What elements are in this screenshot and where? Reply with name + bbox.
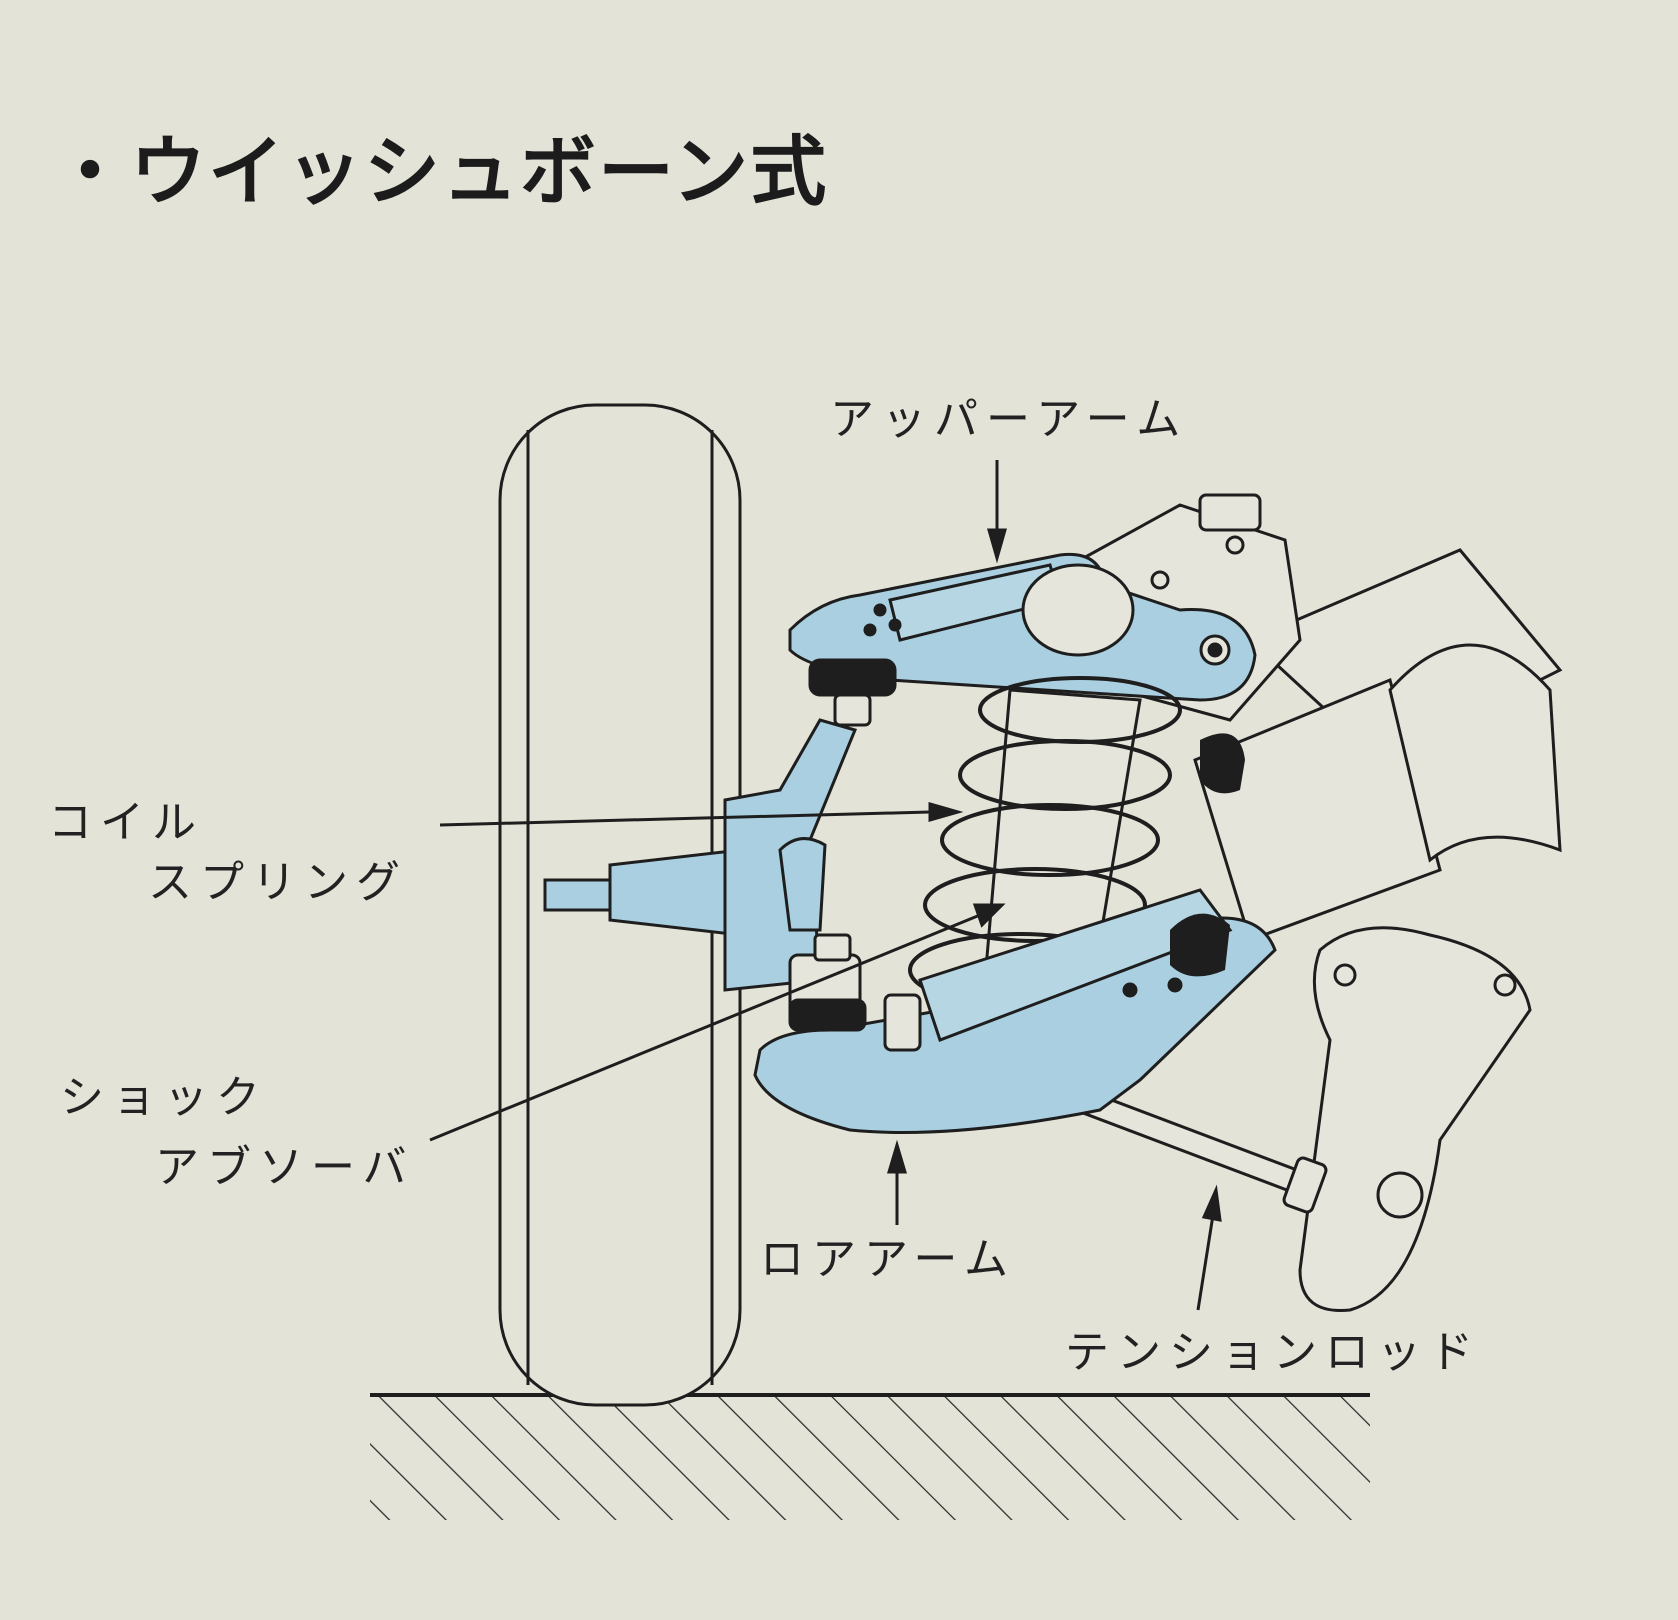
label-tension-rod: テンションロッド <box>1065 1327 1481 1378</box>
label-shock-absorber-line1: ショック <box>60 1072 268 1123</box>
label-shock-absorber-line2: アブソーバ <box>155 1142 415 1193</box>
bump-stops <box>1170 733 1245 977</box>
shock-absorber-arrow <box>972 903 1006 928</box>
label-coil-spring-line1: コイル <box>48 797 204 848</box>
lower-arm-arrow <box>886 1139 908 1174</box>
tension-rod-arrow <box>1201 1184 1222 1222</box>
label-coil-spring-line2: スプリング <box>148 857 408 908</box>
ground <box>370 1393 1370 1520</box>
lower-ball-joint <box>788 933 922 1052</box>
label-lower-arm: ロアアーム <box>760 1234 1017 1285</box>
upper-arm-arrow <box>987 528 1007 564</box>
tension-rod-bracket <box>1298 926 1532 1312</box>
upper-ball-joint <box>808 658 897 727</box>
coil-spring-arrow <box>928 802 964 822</box>
leader-lines <box>429 460 1222 1311</box>
label-upper-arm: アッパーアーム <box>830 394 1189 445</box>
frame-crossmember <box>1078 493 1563 942</box>
knuckle <box>543 718 858 992</box>
page-title: ・ウイッシュボーン式 <box>52 127 829 216</box>
